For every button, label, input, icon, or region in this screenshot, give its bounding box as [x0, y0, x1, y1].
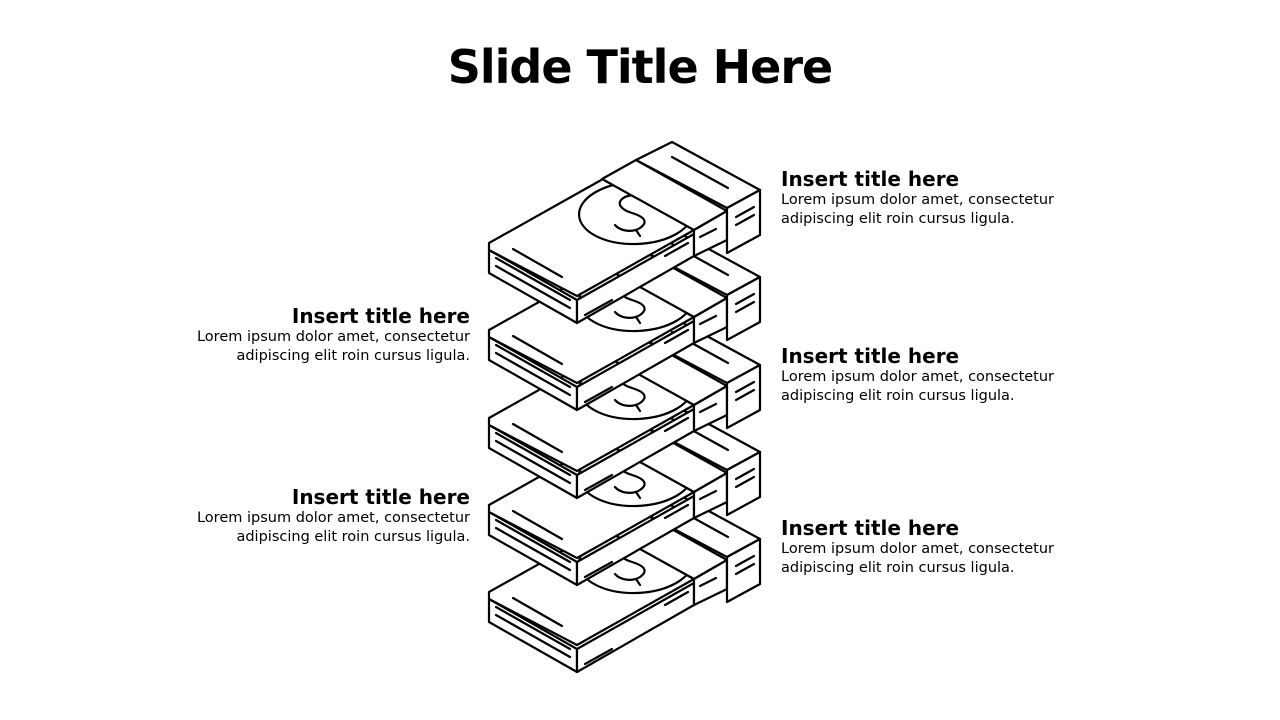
callout-text-line2: adipiscing elit roin cursus ligula. [236, 348, 470, 364]
callout-1: Insert title here Lorem ipsum dolor amet… [781, 167, 1081, 229]
callout-text-line2: adipiscing elit roin cursus ligula. [781, 211, 1015, 227]
callout-title: Insert title here [291, 304, 470, 328]
callout-text-line2: adipiscing elit roin cursus ligula. [236, 529, 470, 545]
callout-text-line1: Lorem ipsum dolor amet, consectetur [196, 329, 470, 345]
callout-text-line1: Lorem ipsum dolor amet, consectetur [196, 510, 470, 526]
callout-text-line2: adipiscing elit roin cursus ligula. [781, 560, 1015, 576]
callout-text-line1: Lorem ipsum dolor amet, consectetur [781, 541, 1055, 557]
callout-4: Insert title here Lorem ipsum dolor amet… [170, 485, 470, 547]
callout-text-line2: adipiscing elit roin cursus ligula. [781, 388, 1015, 404]
callout-3: Insert title here Lorem ipsum dolor amet… [781, 344, 1081, 406]
callout-5: Insert title here Lorem ipsum dolor amet… [781, 516, 1081, 578]
callout-title: Insert title here [781, 516, 960, 540]
callout-title: Insert title here [291, 485, 470, 509]
callout-text-line1: Lorem ipsum dolor amet, consectetur [781, 192, 1055, 208]
callout-title: Insert title here [781, 344, 960, 368]
callout-text-line1: Lorem ipsum dolor amet, consectetur [781, 369, 1055, 385]
callout-title: Insert title here [781, 167, 960, 191]
slide-title: Slide Title Here [447, 40, 834, 94]
callout-2: Insert title here Lorem ipsum dolor amet… [170, 304, 470, 366]
